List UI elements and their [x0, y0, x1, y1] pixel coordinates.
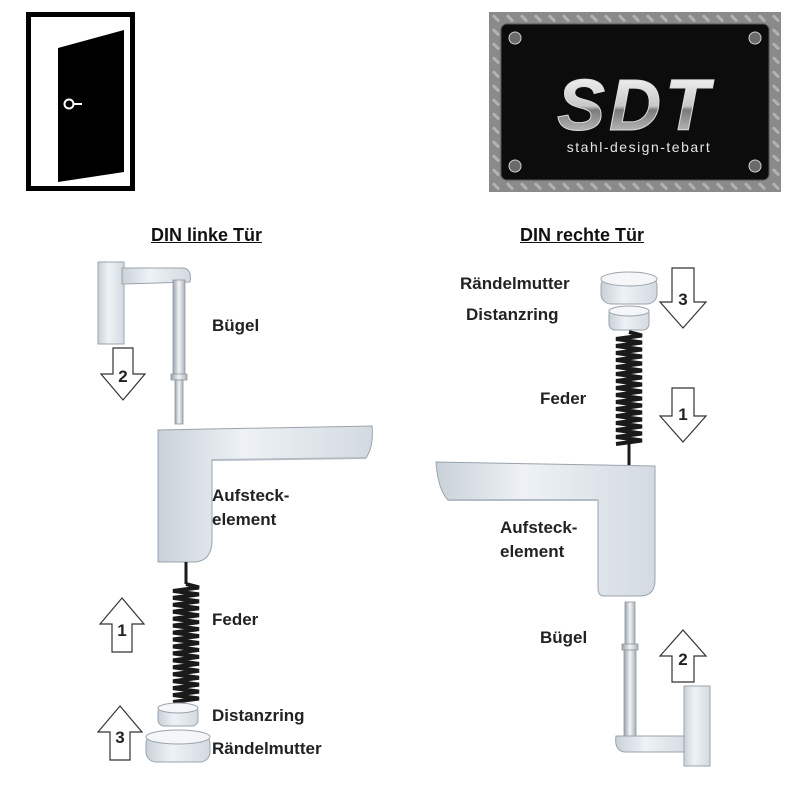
left-label-raendelmutter: Rändelmutter — [212, 739, 322, 758]
right-section-title: DIN rechte Tür — [520, 225, 645, 245]
right-aufsteckelement-part — [435, 461, 656, 597]
right-label-aufsteck-1: Aufsteck- — [500, 518, 578, 537]
right-label-aufsteck-2: element — [500, 542, 565, 561]
left-label-distanzring: Distanzring — [212, 706, 305, 725]
right-step-arrow-2: 2 — [658, 629, 708, 683]
right-label-raendelmutter: Rändelmutter — [460, 274, 570, 293]
brand-logo: SDT stahl-design-tebart — [489, 12, 781, 192]
brand-name: SDT — [557, 66, 715, 146]
right-distanzring-part — [608, 305, 650, 331]
right-feder-spring — [615, 330, 643, 468]
svg-text:3: 3 — [678, 290, 687, 309]
left-section-title: DIN linke Tür — [151, 225, 263, 245]
svg-text:3: 3 — [115, 728, 124, 747]
left-step-arrow-3: 3 — [96, 705, 144, 761]
right-raendelmutter-part — [600, 271, 658, 305]
right-step-arrow-1: 1 — [658, 387, 708, 443]
left-raendelmutter-part — [145, 729, 211, 763]
left-distanzring-part — [157, 702, 199, 727]
right-label-feder: Feder — [540, 389, 587, 408]
door-icon — [26, 12, 136, 192]
left-label-buegel: Bügel — [212, 316, 260, 335]
left-step-arrow-2: 2 — [99, 347, 147, 401]
left-aufsteckelement-part — [157, 425, 373, 563]
right-label-distanzring: Distanzring — [466, 305, 559, 324]
left-label-feder: Feder — [212, 610, 259, 629]
svg-text:2: 2 — [118, 367, 127, 386]
brand-tagline: stahl-design-tebart — [567, 139, 711, 155]
left-label-aufsteck-2: element — [212, 510, 277, 529]
left-feder-spring — [172, 562, 200, 704]
svg-text:2: 2 — [678, 650, 687, 669]
left-step-arrow-1: 1 — [98, 597, 146, 653]
left-buegel-part — [97, 261, 191, 425]
right-step-arrow-3: 3 — [658, 267, 708, 329]
right-label-buegel: Bügel — [540, 628, 588, 647]
svg-text:1: 1 — [117, 621, 126, 640]
right-buegel-part — [615, 601, 711, 767]
svg-text:1: 1 — [678, 405, 687, 424]
left-label-aufsteck-1: Aufsteck- — [212, 486, 290, 505]
